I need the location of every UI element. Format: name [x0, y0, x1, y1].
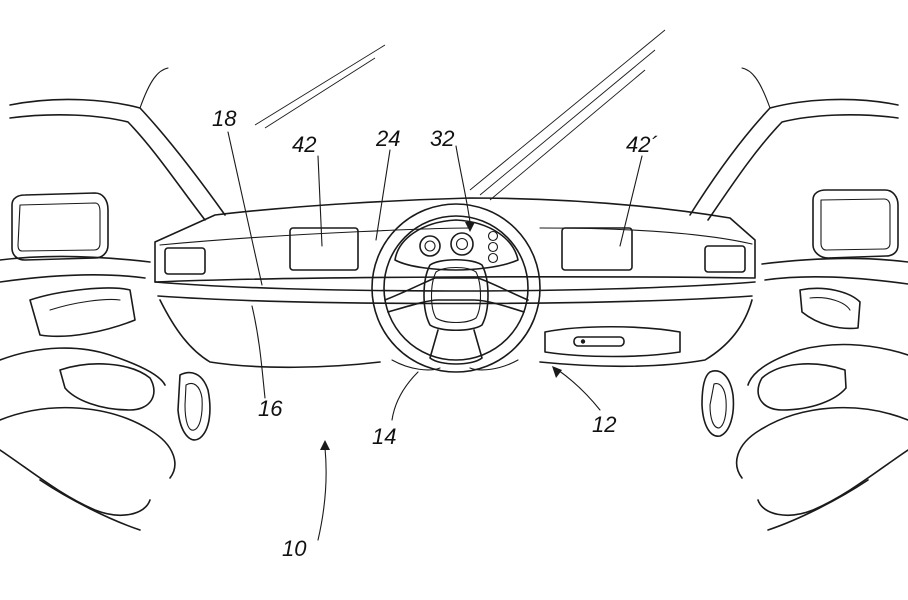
label-42: 42: [292, 132, 316, 157]
lower-dashboard: [159, 299, 753, 369]
right-a-pillar: [689, 67, 899, 221]
left-display: [289, 227, 359, 271]
instrument-cluster: [394, 219, 519, 271]
left-side-mirror: [11, 192, 109, 261]
right-display: [561, 227, 633, 271]
steering-wheel: [371, 203, 541, 373]
label-18: 18: [212, 106, 237, 131]
windshield-hatching: [254, 29, 666, 201]
label-16: 16: [258, 396, 283, 421]
reference-numerals: 18 42 24 32 42´ 16 14 12 10: [212, 106, 658, 561]
right-side-mirror: [812, 189, 899, 259]
label-32: 32: [430, 126, 454, 151]
label-12: 12: [592, 412, 616, 437]
label-10: 10: [282, 536, 307, 561]
label-24: 24: [375, 126, 400, 151]
upper-dashboard: [154, 197, 756, 305]
label-42-prime: 42´: [626, 132, 658, 157]
right-door-panel: [701, 257, 908, 531]
right-outer-vent: [704, 245, 746, 273]
left-a-pillar: [9, 67, 226, 221]
left-door-panel: [0, 255, 211, 531]
left-outer-vent: [164, 247, 206, 275]
leader-lines: [227, 131, 643, 541]
label-14: 14: [372, 424, 396, 449]
